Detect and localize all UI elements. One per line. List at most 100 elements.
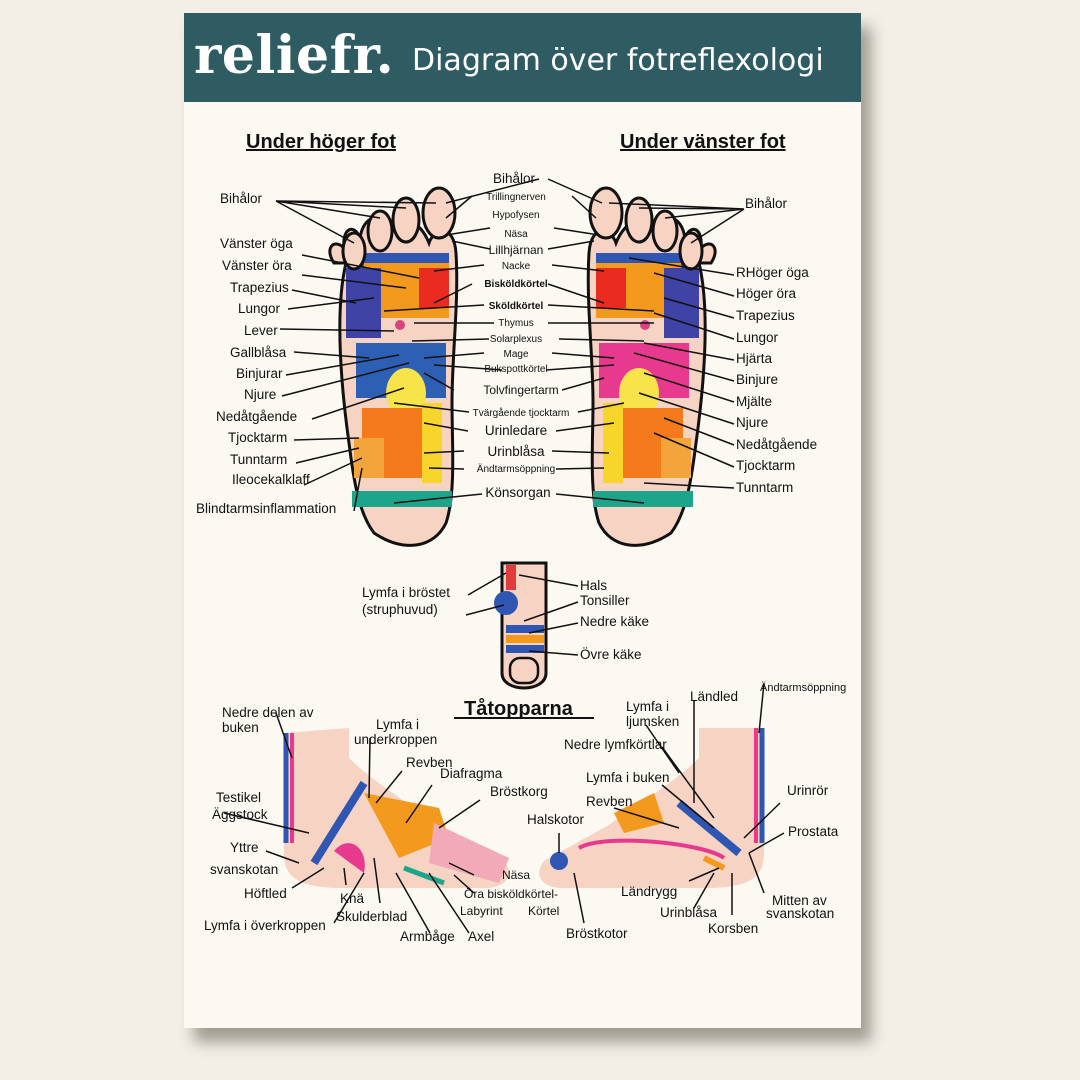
label: Tonsiller <box>580 593 630 608</box>
label: (struphuvud) <box>362 602 438 617</box>
label: Revben <box>586 794 633 809</box>
label: Bröstkotor <box>566 926 628 941</box>
label: Hypofysen <box>492 210 539 221</box>
label: Bukspottkörtel <box>484 364 547 375</box>
label: Bihålor <box>220 191 263 206</box>
label: Nedre lymfkörtlar <box>564 737 667 752</box>
label: Hjärta <box>736 351 773 366</box>
label: Körtel <box>528 904 559 918</box>
label: Tolvfingertarm <box>483 383 558 397</box>
toe-tips-title: Tåtopparna <box>464 697 574 720</box>
label: Könsorgan <box>485 485 550 500</box>
center-labels: Bihålor Trillingnerven Hypofysen Näsa Li… <box>473 171 570 500</box>
label: Vänster öra <box>222 258 292 273</box>
label: Korsben <box>708 921 758 936</box>
section-titles: Under höger fot Under vänster fot Tåtopp… <box>246 131 786 720</box>
label: Revben <box>406 755 453 770</box>
label: Lever <box>244 323 278 338</box>
label: Nedåtgående <box>736 437 817 452</box>
label: Vänster öga <box>220 236 293 251</box>
label: Urinledare <box>485 423 547 438</box>
label: Ländrygg <box>621 884 677 899</box>
label: Ändtarmsöppning <box>477 463 555 475</box>
right-sole-labels: Bihålor Vänster öga Vänster öra Trapeziu… <box>196 191 336 516</box>
label: buken <box>222 720 259 735</box>
label: Höger öra <box>736 286 797 301</box>
label: Binjure <box>736 372 778 387</box>
label: Höftled <box>244 886 287 901</box>
label: Labyrint <box>460 904 503 918</box>
label: Trillingnerven <box>486 192 546 203</box>
label: Sköldkörtel <box>489 301 544 312</box>
left-sole-labels: Bihålor RHöger öga Höger öra Trapezius L… <box>736 196 817 495</box>
label: Solarplexus <box>490 334 542 345</box>
label: Gallblåsa <box>230 345 287 360</box>
left-sole-title: Under vänster fot <box>620 131 786 153</box>
outer-foot-labels: Lymfa i ljumsken Ländled Ändtarmsöppning… <box>527 682 846 941</box>
label: svanskotan <box>766 906 834 921</box>
label: svanskotan <box>210 862 278 877</box>
label: Mitten av <box>772 893 827 908</box>
page-title: Diagram över fotreflexologi <box>412 43 824 78</box>
label: Lungor <box>736 330 779 345</box>
right-sole-title: Under höger fot <box>246 131 396 153</box>
outer-foot-illustration <box>539 728 765 888</box>
label: Lungor <box>238 301 281 316</box>
label: Nedre delen av <box>222 705 314 720</box>
label: Nedåtgående <box>216 409 297 424</box>
label: Blindtarmsinflammation <box>196 501 336 516</box>
left-sole-zones <box>593 253 699 507</box>
label: Urinblåsa <box>487 444 545 459</box>
label: Ändtarmsöppning <box>760 682 846 694</box>
label: Bröstkorg <box>490 784 548 799</box>
label: Knä <box>340 891 365 906</box>
reflexology-diagram: Under höger fot Under vänster fot Tåtopp… <box>196 131 846 944</box>
label: Ländled <box>690 689 738 704</box>
label: Halskotor <box>527 812 585 827</box>
leader-lines <box>223 178 785 934</box>
label: Prostata <box>788 824 839 839</box>
label: Tunntarm <box>230 452 287 467</box>
label: Urinrör <box>787 783 829 798</box>
label: Tunntarm <box>736 480 793 495</box>
label: Armbåge <box>400 929 455 944</box>
label: Bisköldkörtel <box>484 279 548 290</box>
inner-foot-illustration <box>283 728 509 888</box>
brand-logo: reliefr. <box>194 25 395 86</box>
label: Urinblåsa <box>660 905 718 920</box>
label: Tvärgående tjocktarm <box>473 407 570 419</box>
label: Äggstock <box>212 807 268 822</box>
label: Tjocktarm <box>228 430 287 445</box>
label: Näsa <box>502 868 530 882</box>
label: Lymfa i <box>376 717 419 732</box>
label: Bihålor <box>493 171 536 186</box>
label: Nedre käke <box>580 614 649 629</box>
inner-foot-labels: Nedre delen av buken Lymfa i underkroppe… <box>204 705 558 944</box>
label: RHöger öga <box>736 265 809 280</box>
label: Lymfa i överkroppen <box>204 918 326 933</box>
label: Trapezius <box>230 280 289 295</box>
label: Öra bisköldkörtel- <box>464 887 558 901</box>
header-bar: reliefr. Diagram över fotreflexologi <box>184 13 861 102</box>
label: Ileocekalklaff <box>232 472 310 487</box>
label: Thymus <box>498 318 534 329</box>
toe-labels: Lymfa i bröstet (struphuvud) Hals Tonsil… <box>362 578 649 662</box>
label: ljumsken <box>626 714 679 729</box>
label: Lymfa i bröstet <box>362 585 450 600</box>
label: Hals <box>580 578 607 593</box>
label: Nacke <box>502 261 531 272</box>
label: Njure <box>244 387 276 402</box>
label: Axel <box>468 929 494 944</box>
label: Trapezius <box>736 308 795 323</box>
label: Diafragma <box>440 766 503 781</box>
label: Testikel <box>216 790 261 805</box>
label: Skulderblad <box>336 909 407 924</box>
label: Njure <box>736 415 768 430</box>
label: Mage <box>503 349 528 360</box>
label: Tjocktarm <box>736 458 795 473</box>
poster: reliefr. Diagram över fotreflexologi <box>184 13 861 1028</box>
label: Lymfa i buken <box>586 770 670 785</box>
label: Lillhjärnan <box>489 243 544 257</box>
label: underkroppen <box>354 732 437 747</box>
label: Bihålor <box>745 196 788 211</box>
